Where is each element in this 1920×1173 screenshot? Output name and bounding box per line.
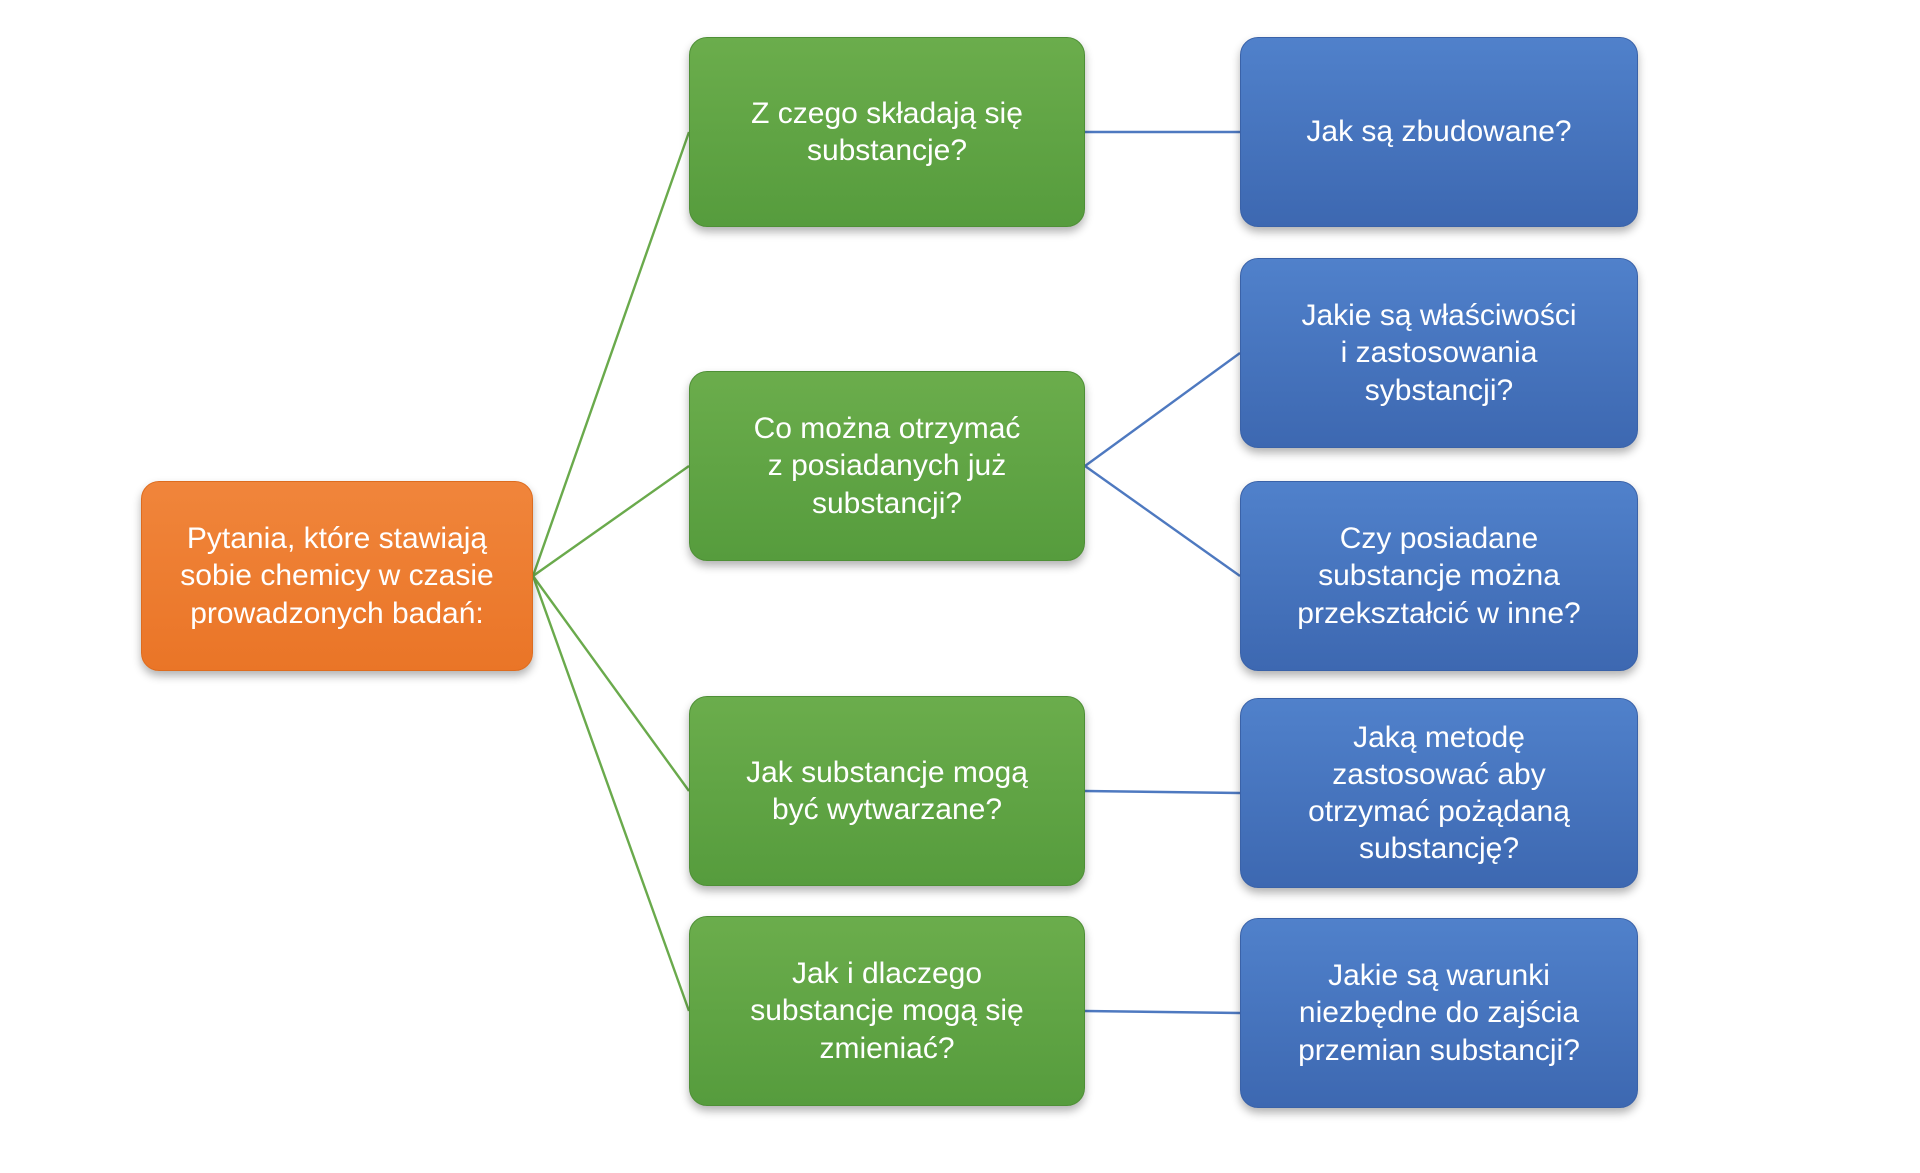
answer-node-label: Jakie są warunki niezbędne do zajścia pr… [1298,959,1580,1067]
root-node-label: Pytania, które stawiają sobie chemicy w … [180,522,494,630]
answer-node-label: Jakie są właściwości i zastosowania sybs… [1301,299,1577,407]
question-node-label: Co można otrzymać z posiadanych już subs… [753,412,1021,520]
question-node-composition: Z czego składają się substancje? [689,37,1085,227]
answer-node-label: Jaką metodę zastosować aby otrzymać pożą… [1308,720,1570,866]
question-node-label: Jak i dlaczego substancje mogą się zmien… [750,957,1024,1065]
question-node-obtaining: Co można otrzymać z posiadanych już subs… [689,371,1085,561]
question-node-label: Z czego składają się substancje? [751,96,1023,167]
answer-node-label: Czy posiadane substancje można przekszta… [1297,522,1581,630]
answer-node-properties: Jakie są właściwości i zastosowania sybs… [1240,258,1638,448]
question-node-change: Jak i dlaczego substancje mogą się zmien… [689,916,1085,1106]
question-node-production: Jak substancje mogą być wytwarzane? [689,696,1085,886]
answer-node-method: Jaką metodę zastosować aby otrzymać pożą… [1240,698,1638,888]
answer-node-transformation: Czy posiadane substancje można przekszta… [1240,481,1638,671]
root-node: Pytania, które stawiają sobie chemicy w … [141,481,533,671]
question-node-label: Jak substancje mogą być wytwarzane? [746,755,1028,826]
answer-node-label: Jak są zbudowane? [1306,115,1572,149]
answer-node-conditions: Jakie są warunki niezbędne do zajścia pr… [1240,918,1638,1108]
answer-node-structure: Jak są zbudowane? [1240,37,1638,227]
